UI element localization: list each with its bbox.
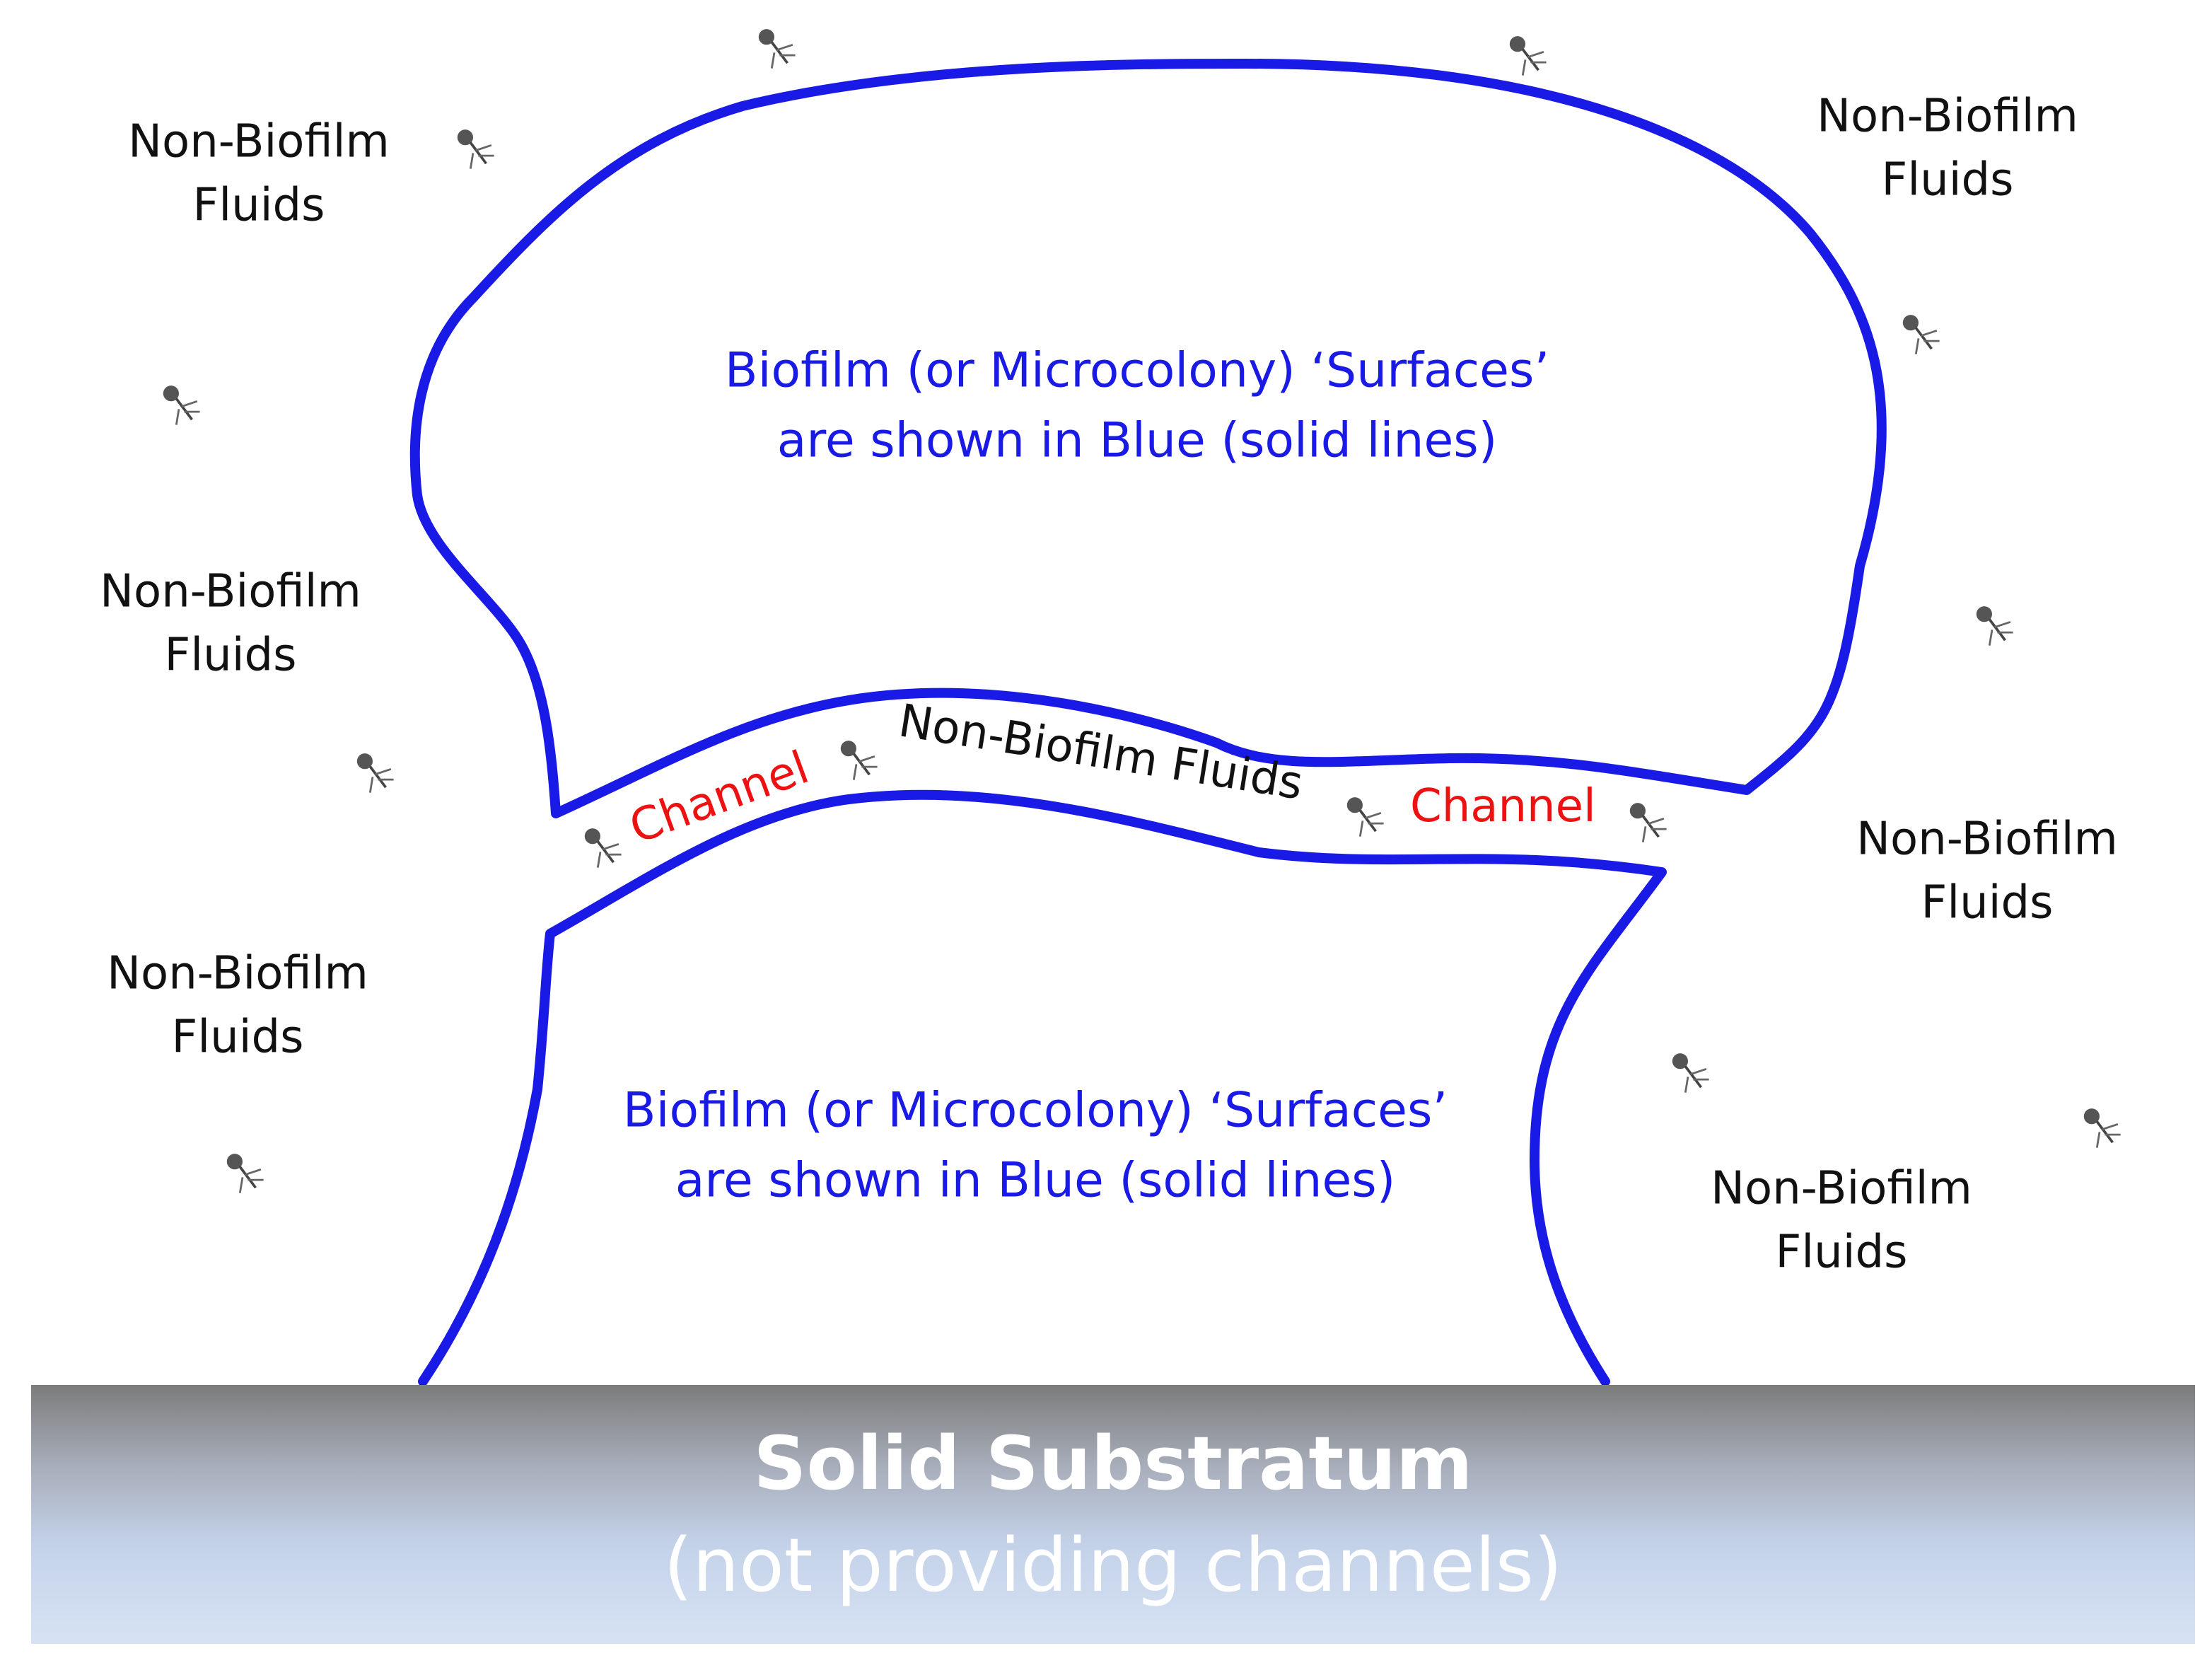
bacteriophage-icon <box>2083 1108 2121 1148</box>
bacteriophage-icon <box>356 753 394 793</box>
lower-biofilm-outline <box>418 789 1667 1386</box>
bacteriophage-icon <box>457 129 494 169</box>
channel-label-right: Channel <box>1410 780 1596 833</box>
bacteriophage-icon <box>758 29 796 69</box>
bacteriophage-icon <box>1976 606 2013 646</box>
bacteriophage-icon <box>840 741 878 780</box>
substrate-title: Solid Substratum <box>753 1420 1473 1507</box>
bacteriophage-icon <box>584 828 622 868</box>
substrate-subtitle: (not providing channels) <box>663 1522 1563 1608</box>
bacteriophage-icon <box>226 1154 264 1193</box>
bacteriophage-icon <box>163 385 200 425</box>
upper-biofilm-caption: Biofilm (or Microcolony) ‘Surfaces’are s… <box>724 342 1550 468</box>
bacteriophage-icon <box>1346 797 1384 837</box>
upper-biofilm-outline <box>409 59 1887 818</box>
solid-substratum: Solid Substratum (not providing channels… <box>31 1385 2195 1644</box>
lower-biofilm-caption: Biofilm (or Microcolony) ‘Surfaces’are s… <box>622 1082 1448 1208</box>
bacteriophage-icon <box>1902 315 1940 354</box>
bacteriophage-icon <box>1629 803 1667 842</box>
bacteriophage-icon <box>1672 1053 1709 1093</box>
bacteriophage-icon <box>1509 36 1547 76</box>
